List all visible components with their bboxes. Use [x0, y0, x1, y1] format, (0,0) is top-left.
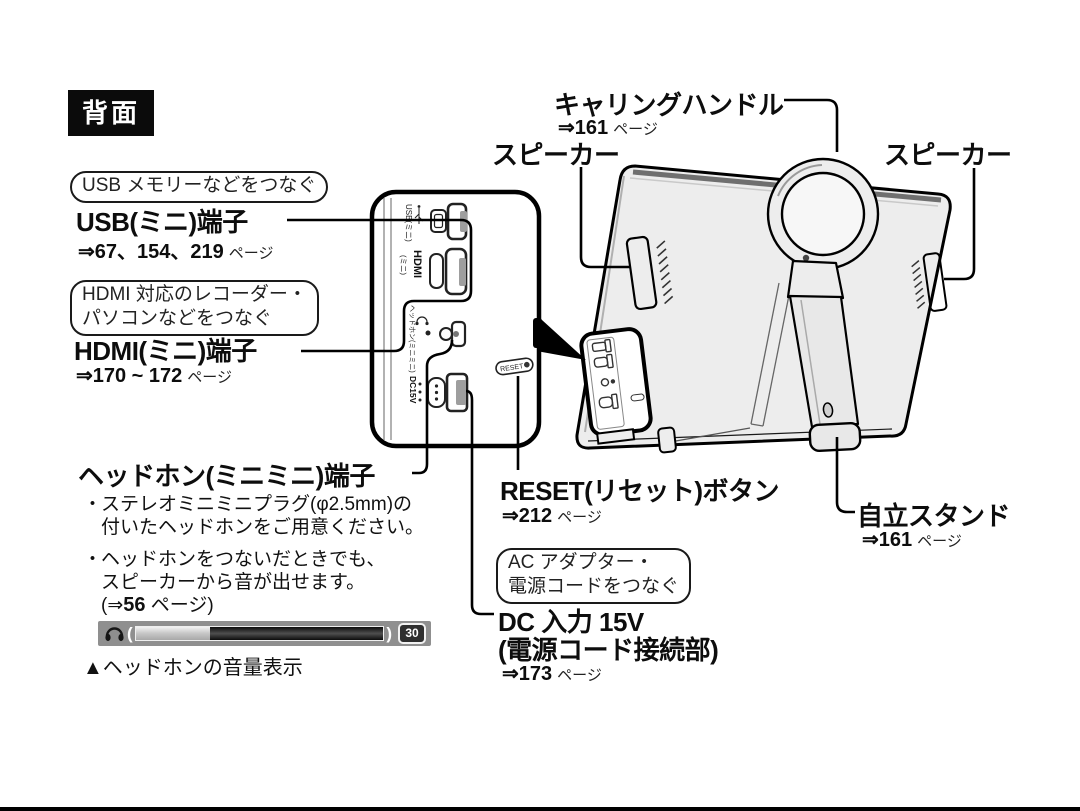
volume-caption: ▲ヘッドホンの音量表示 — [83, 657, 303, 679]
carrying-handle — [766, 157, 880, 271]
speaker-left-grille — [625, 235, 674, 311]
bullet-mark: ・ — [83, 494, 103, 515]
handle-screw — [802, 254, 810, 262]
hdmi-mini-port — [429, 247, 468, 296]
hdmi-note-box: HDMI 対応のレコーダー・ パソコンなどをつなぐ — [70, 280, 319, 336]
panel-label-usb: USB(ミニ) — [404, 204, 413, 242]
hdmi-note-line2: パソコンなどをつなぐ — [82, 308, 273, 329]
device-connector-area — [579, 327, 653, 445]
hdmi-page-numbers: ⇒170 ~ 172 — [76, 365, 183, 387]
stand — [786, 259, 862, 453]
volume-rest — [209, 627, 384, 640]
reset-pill-label: RESET — [500, 363, 525, 373]
headphone-bullet-2: ・ ヘッドホンをつないだときでも、 スピーカーから音が出せます。 (⇒56 ペー… — [83, 548, 424, 617]
headphone-icon — [105, 627, 124, 642]
volume-track — [134, 626, 385, 641]
handle-page-numbers: ⇒161 — [558, 117, 609, 139]
dc-page-unit: ページ — [557, 667, 602, 684]
hdmi-title: HDMI(ミニ)端子 — [74, 336, 257, 366]
leader-handle — [784, 98, 839, 152]
handle-title: キャリングハンドル — [554, 90, 784, 120]
ac-note-line1: AC アダプター・ — [508, 552, 654, 573]
reset-page-numbers: ⇒212 — [502, 505, 553, 527]
scan-edge — [0, 807, 1080, 811]
bullet2-line1: ヘッドホンをつないだときでも、 — [101, 549, 386, 570]
panel-label-hdmi-mini: (ミニ) — [399, 255, 408, 275]
section-badge: 背面 — [68, 90, 155, 136]
reset-page-unit: ページ — [557, 509, 602, 526]
panel-side-bump — [533, 318, 542, 348]
leader-dc — [465, 389, 494, 616]
speaker-right-grille — [911, 252, 948, 312]
handle-page-unit: ページ — [613, 121, 658, 138]
bullet2-ref-close: ページ) — [145, 595, 214, 616]
bullet2-line2: スピーカーから音が出せます。 — [101, 572, 366, 593]
bullet1-line2: 付いたヘッドホンをご用意ください。 — [101, 517, 425, 538]
volume-close-paren: ) — [386, 624, 392, 643]
reset-title: RESET(リセット)ボタン — [500, 476, 780, 506]
volume-open-paren: ( — [127, 624, 133, 643]
dc-title-line2: (電源コード接続部) — [498, 635, 719, 665]
stand-page-numbers: ⇒161 — [862, 529, 913, 551]
mini-headphone-icon — [415, 316, 429, 326]
connector-closeup-panel: RESET USB(ミニ) HDMI (ミニ) ヘッドホン(ミニミニ) DC15… — [369, 189, 542, 449]
leader-speaker-left — [579, 167, 630, 269]
headphone-title: ヘッドホン(ミニミニ)端子 — [78, 461, 375, 491]
stand-page-unit: ページ — [917, 533, 962, 550]
speaker-left-label: スピーカー — [492, 140, 620, 170]
headphone-bullet-1: ・ ステレオミニミニプラグ(φ2.5mm)の 付いたヘッドホンをご用意ください。 — [83, 493, 424, 539]
usb-page-numbers: ⇒67、154、219 — [78, 241, 224, 263]
volume-value-badge: 30 — [398, 623, 426, 644]
leader-stand — [835, 437, 855, 514]
dc-page-numbers: ⇒173 — [502, 663, 553, 685]
dc-polarity-icon — [418, 382, 422, 402]
leader-usb-hdmi — [287, 218, 473, 353]
hdmi-note-line1: HDMI 対応のレコーダー・ — [82, 284, 307, 305]
ac-note-box: AC アダプター・ 電源コードをつなぐ — [496, 548, 692, 604]
bullet2-ref-open: (⇒ — [101, 595, 124, 616]
ac-note-line2: 電源コードをつなぐ — [508, 576, 680, 597]
hdmi-page-unit: ページ — [187, 369, 232, 386]
headphone-notes: ・ ステレオミニミニプラグ(φ2.5mm)の 付いたヘッドホンをご用意ください。… — [83, 493, 424, 617]
leader-lines — [287, 98, 976, 616]
bullet-mark: ・ — [83, 549, 103, 570]
stand-recess — [750, 282, 792, 427]
leader-speaker-right — [944, 168, 976, 281]
headphone-volume-osd: ( ) 30 — [98, 621, 431, 646]
panel-label-hdmi: HDMI — [411, 250, 423, 278]
usb-title: USB(ミニ)端子 — [76, 207, 248, 237]
dc-title-line1: DC 入力 15V — [498, 607, 644, 637]
speaker-right-label: スピーカー — [884, 140, 1012, 170]
dc-jack — [427, 372, 469, 413]
volume-fill — [135, 627, 210, 640]
panel-label-headphone: ヘッドホン(ミニミニ) — [408, 305, 416, 373]
device-foot-tab — [657, 426, 677, 454]
usb-page-unit: ページ — [228, 245, 274, 262]
usb-note-box: USB メモリーなどをつなぐ — [70, 171, 329, 203]
stand-title: 自立スタンド — [857, 501, 1011, 531]
bullet1-line1: ステレオミニミニプラグ(φ2.5mm)の — [101, 494, 413, 515]
stand-hole — [822, 402, 834, 418]
leader-headphone — [412, 339, 454, 475]
panel-label-dc: DC15V — [408, 376, 418, 404]
stand-foot — [808, 421, 862, 453]
reset-button: RESET — [495, 357, 534, 376]
headphone-jack — [425, 320, 467, 348]
bullet2-ref-num: 56 — [123, 594, 146, 616]
